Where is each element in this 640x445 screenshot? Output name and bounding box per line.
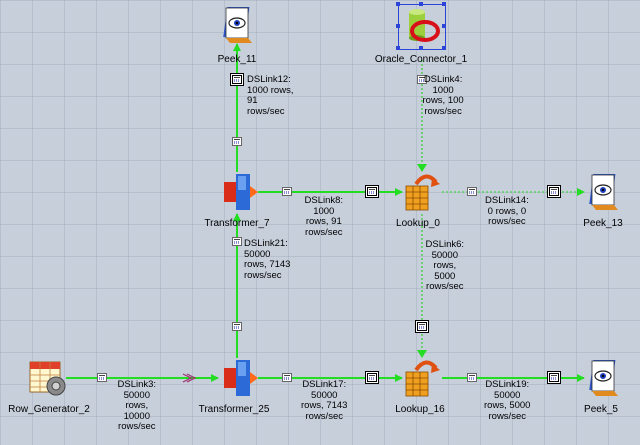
stage-label-transformer-7: Transformer_7 xyxy=(204,218,270,229)
stage-transformer-7[interactable] xyxy=(216,170,260,214)
stage-label-row-generator-2: Row_Generator_2 xyxy=(8,404,90,415)
stage-label-peek-13: Peek_13 xyxy=(583,218,623,229)
link-label-dslink17: DSLink17: 50000 rows, 7143 rows/sec xyxy=(301,379,348,422)
link-marker[interactable] xyxy=(367,187,377,196)
stage-lookup-0[interactable] xyxy=(400,170,444,214)
link-label-dslink14: DSLink14: 0 rows, 0 rows/sec xyxy=(485,195,529,227)
stage-peek-5[interactable] xyxy=(582,356,626,400)
resize-handle[interactable] xyxy=(396,24,400,28)
database-icon xyxy=(409,9,440,42)
link-marker[interactable] xyxy=(467,373,477,382)
resize-handle[interactable] xyxy=(442,46,446,50)
stage-label-transformer-25: Transformer_25 xyxy=(198,404,270,415)
stage-label-oracle-connector-1: Oracle_Connector_1 xyxy=(374,54,468,65)
link-marker[interactable] xyxy=(232,237,242,246)
link-marker[interactable] xyxy=(367,373,377,382)
lookup-icon xyxy=(405,360,440,397)
stage-label-lookup-0: Lookup_0 xyxy=(396,218,440,229)
resize-handle[interactable] xyxy=(419,46,423,50)
stage-transformer-25[interactable] xyxy=(216,356,260,400)
peek-icon xyxy=(223,7,252,43)
stage-lookup-16[interactable] xyxy=(400,356,444,400)
link-label-dslink21: DSLink21: 50000 rows, 7143 rows/sec xyxy=(244,238,291,281)
stage-label-peek-5: Peek_5 xyxy=(584,404,618,415)
resize-handle[interactable] xyxy=(442,2,446,6)
stage-peek-13[interactable] xyxy=(582,170,626,214)
peek-icon xyxy=(589,360,618,396)
link-marker[interactable] xyxy=(417,322,427,331)
resize-handle[interactable] xyxy=(396,2,400,6)
stage-label-peek-11: Peek_11 xyxy=(217,54,257,65)
stage-label-lookup-16: Lookup_16 xyxy=(395,404,445,415)
row-generator-icon xyxy=(29,361,66,396)
link-label-dslink19: DSLink19: 50000 rows, 5000 rows/sec xyxy=(484,379,531,422)
partition-icon xyxy=(182,373,197,383)
resize-handle[interactable] xyxy=(442,24,446,28)
lookup-icon xyxy=(405,174,440,211)
link-label-dslink4: DSLink4: 1000 rows, 100 rows/sec xyxy=(422,74,464,117)
link-arrow-dslink4 xyxy=(417,164,427,172)
link-label-dslink12: DSLink12: 1000 rows, 91 rows/sec xyxy=(247,74,294,117)
transformer-icon xyxy=(224,174,258,210)
link-label-dslink8: DSLink8: 1000 rows, 91 rows/sec xyxy=(304,195,344,238)
link-arrow-dslink6 xyxy=(417,350,427,358)
resize-handle[interactable] xyxy=(419,2,423,6)
stage-oracle-connector-1[interactable] xyxy=(399,4,443,48)
peek-icon xyxy=(589,174,618,210)
link-marker[interactable] xyxy=(467,187,477,196)
link-marker[interactable] xyxy=(282,373,292,382)
stage-row-generator-2[interactable] xyxy=(26,356,70,400)
transformer-icon xyxy=(224,360,258,396)
link-marker[interactable] xyxy=(417,75,427,84)
link-marker[interactable] xyxy=(282,187,292,196)
link-label-dslink3: DSLink3: 50000 rows, 10000 rows/sec xyxy=(117,379,157,432)
link-label-dslink6: DSLink6: 50000 rows, 5000 rows/sec xyxy=(425,239,465,292)
link-marker[interactable] xyxy=(97,373,107,382)
link-marker[interactable] xyxy=(549,373,559,382)
link-marker[interactable] xyxy=(232,322,242,331)
stage-peek-11[interactable] xyxy=(216,3,260,47)
link-marker[interactable] xyxy=(232,137,242,146)
link-marker[interactable] xyxy=(549,187,559,196)
link-marker[interactable] xyxy=(232,75,242,84)
resize-handle[interactable] xyxy=(396,46,400,50)
